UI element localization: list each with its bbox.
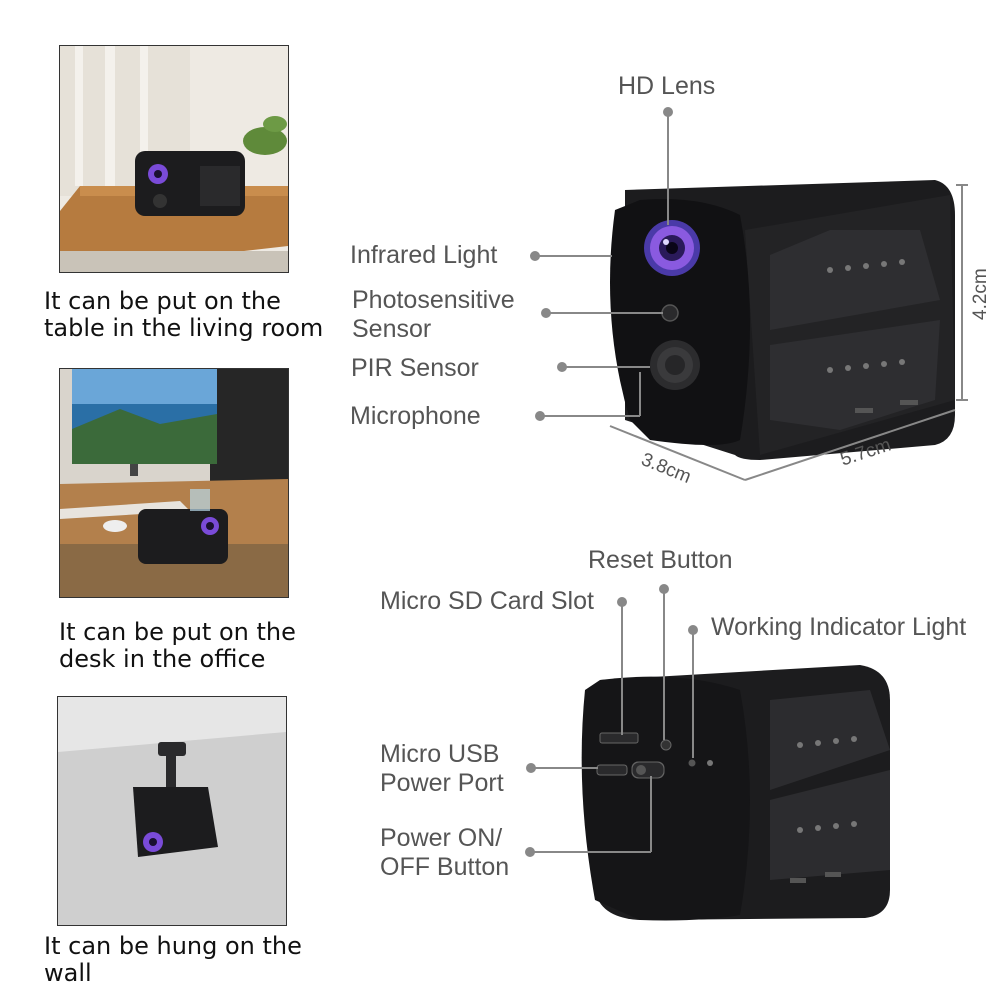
infrared-light-label: Infrared Light (350, 241, 498, 269)
pir-sensor-label: PIR Sensor (351, 354, 479, 382)
micro-sd-card-slot-label: Micro SD Card Slot (380, 587, 594, 615)
pir-sensor-icon (650, 340, 700, 390)
power-on-off-button-label: Power ON/ OFF Button (380, 824, 510, 881)
microphone-label: Microphone (350, 402, 481, 430)
office-desk-photo (59, 368, 289, 598)
photosensitive-sensor-label: Photosensitive Sensor (352, 286, 515, 343)
micro-usb-port-icon (596, 764, 628, 776)
working-indicator-light-label: Working Indicator Light (711, 613, 967, 641)
micro-usb-power-port-label: Micro USB Power Port (380, 740, 504, 797)
wall-mount-photo (57, 696, 287, 926)
office-desk-caption: It can be put on the desk in the office (59, 618, 296, 673)
wall-mount-caption: It can be hung on the wall (44, 932, 302, 987)
hd-lens-icon (644, 220, 700, 276)
hd-lens-label: HD Lens (618, 72, 716, 100)
working-indicator-light-icon (688, 759, 696, 767)
living-room-photo (59, 45, 289, 273)
reset-button-label: Reset Button (588, 546, 733, 574)
living-room-caption: It can be put on the table in the living… (44, 287, 324, 342)
power-switch-icon (631, 761, 665, 779)
micro-sd-card-slot-icon (599, 732, 639, 744)
reset-button-icon (660, 739, 672, 751)
